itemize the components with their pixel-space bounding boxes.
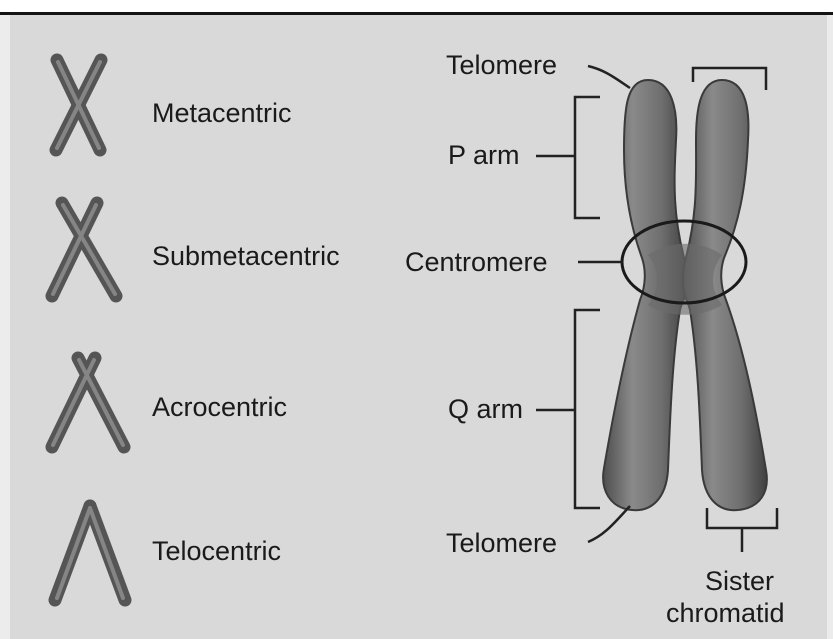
centromere-label: Centromere [405, 247, 548, 277]
telocentric-label: Telocentric [152, 536, 281, 566]
sister-chromatid-label-line2: chromatid [666, 598, 785, 628]
metacentric-icon-highlight [57, 62, 100, 148]
telocentric-icon [55, 506, 125, 600]
metacentric-label: Metacentric [152, 98, 292, 128]
submetacentric-label: Submetacentric [152, 241, 340, 271]
telomere-top-label: Telomere [446, 50, 557, 80]
p-arm-label: P arm [448, 140, 520, 170]
telomere-bottom-label: Telomere [446, 528, 557, 558]
q-arm-label: Q arm [448, 394, 523, 424]
sister-chromatid-label-line1: Sister [705, 566, 774, 596]
acrocentric-label: Acrocentric [152, 392, 287, 422]
